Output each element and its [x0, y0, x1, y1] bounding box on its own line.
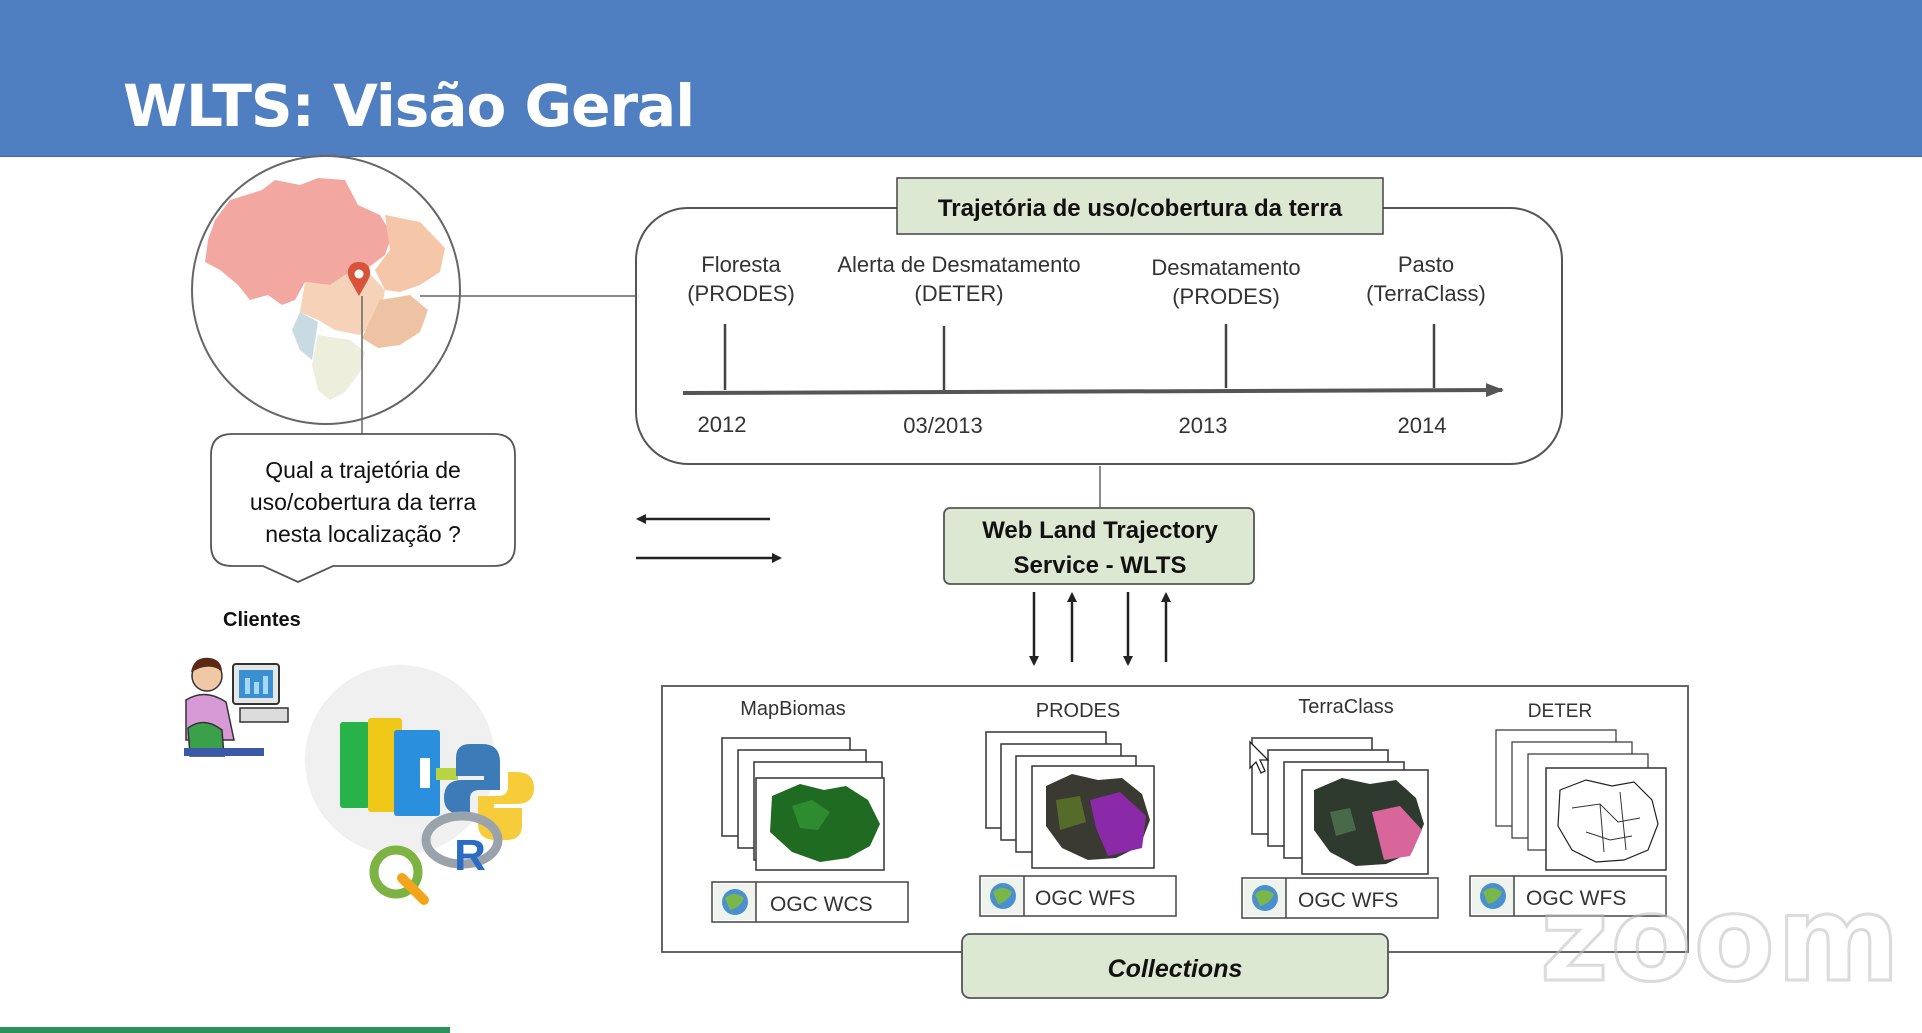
clients-label: Clientes: [223, 609, 301, 631]
collections-label-box: [961, 933, 1389, 999]
collection-deter: DETER OGC WFS: [1469, 701, 1667, 917]
svg-text:MapBiomas: MapBiomas: [740, 698, 846, 720]
user-at-computer-icon: [184, 657, 289, 757]
brazil-northeast-region: [375, 215, 445, 292]
svg-text:R: R: [454, 831, 486, 880]
svg-text:TerraClass: TerraClass: [1298, 696, 1394, 718]
svg-text:(DETER): (DETER): [914, 281, 1003, 306]
timeline-event-floresta: Floresta (PRODES) 2012: [687, 252, 795, 437]
svg-text:OGC WFS: OGC WFS: [1035, 887, 1135, 910]
timeline-event-desmatamento: Desmatamento (PRODES) 2013: [1151, 255, 1300, 438]
collection-prodes: PRODES OGC WFS: [979, 700, 1177, 917]
collections-label: Collections: [1108, 955, 1243, 983]
collection-mapbiomas: MapBiomas OGC WCS: [711, 698, 909, 923]
svg-text:nesta localização ?: nesta localização ?: [265, 521, 461, 547]
brazil-central-region: [300, 272, 385, 335]
svg-text:Pasto: Pasto: [1398, 252, 1454, 277]
title-bar: WLTS: Visão Geral: [0, 0, 1922, 157]
globe-icon: [1472, 878, 1514, 914]
svg-text:Desmatamento: Desmatamento: [1151, 255, 1300, 280]
brazil-north-region: [205, 178, 392, 305]
svg-text:(TerraClass): (TerraClass): [1366, 281, 1486, 306]
wlts-service-line1: Web Land Trajectory: [982, 517, 1218, 544]
progress-bar: [0, 1027, 450, 1033]
brazil-south-region: [312, 335, 365, 400]
wlts-service-line2: Service - WLTS: [1014, 552, 1187, 579]
wlts-service-box: [943, 507, 1255, 585]
question-bubble: Qual a trajetória de uso/cobertura da te…: [210, 433, 516, 583]
brazil-globe: [191, 155, 461, 425]
collection-terraclass: TerraClass OGC WFS: [1241, 696, 1439, 919]
trajectory-title-box: [896, 177, 1384, 235]
globe-icon: [714, 884, 756, 920]
svg-text:2014: 2014: [1398, 413, 1447, 438]
svg-text:OGC WCS: OGC WCS: [770, 893, 873, 916]
brazil-southeast-region: [362, 295, 428, 348]
page-title: WLTS: Visão Geral: [123, 72, 695, 140]
svg-text:2012: 2012: [698, 412, 747, 437]
svg-text:03/2013: 03/2013: [903, 413, 983, 438]
r-logo-icon: R: [421, 811, 503, 880]
timeline-event-pasto: Pasto (TerraClass) 2014: [1366, 252, 1486, 438]
svg-text:(PRODES): (PRODES): [687, 281, 795, 306]
timeline-axis: [682, 383, 1504, 398]
svg-text:uso/cobertura da terra: uso/cobertura da terra: [250, 489, 477, 515]
jupyter-logo-icon: [340, 718, 458, 816]
svg-text:(PRODES): (PRODES): [1172, 284, 1280, 309]
zoom-watermark: zoom: [1539, 870, 1902, 1008]
svg-text:Qual a trajetória de: Qual a trajetória de: [265, 457, 461, 483]
svg-text:2013: 2013: [1179, 413, 1228, 438]
mouse-cursor-icon: [1249, 740, 1270, 774]
timeline-event-alerta: Alerta de Desmatamento (DETER) 03/2013: [837, 252, 1080, 438]
svg-text:PRODES: PRODES: [1036, 700, 1120, 722]
svg-text:Alerta de Desmatamento: Alerta de Desmatamento: [837, 252, 1080, 277]
trajectory-title: Trajetória de uso/cobertura da terra: [938, 195, 1343, 222]
location-pin-icon: [347, 262, 371, 296]
svg-text:DETER: DETER: [1528, 701, 1592, 722]
svg-text:OGC WFS: OGC WFS: [1298, 889, 1398, 912]
svg-text:OGC WFS: OGC WFS: [1526, 887, 1626, 910]
svg-text:Floresta: Floresta: [701, 252, 781, 277]
globe-icon: [1244, 880, 1286, 916]
qgis-logo-icon: [369, 845, 429, 905]
client-tools-cluster: R: [305, 665, 534, 905]
globe-icon: [982, 878, 1024, 914]
